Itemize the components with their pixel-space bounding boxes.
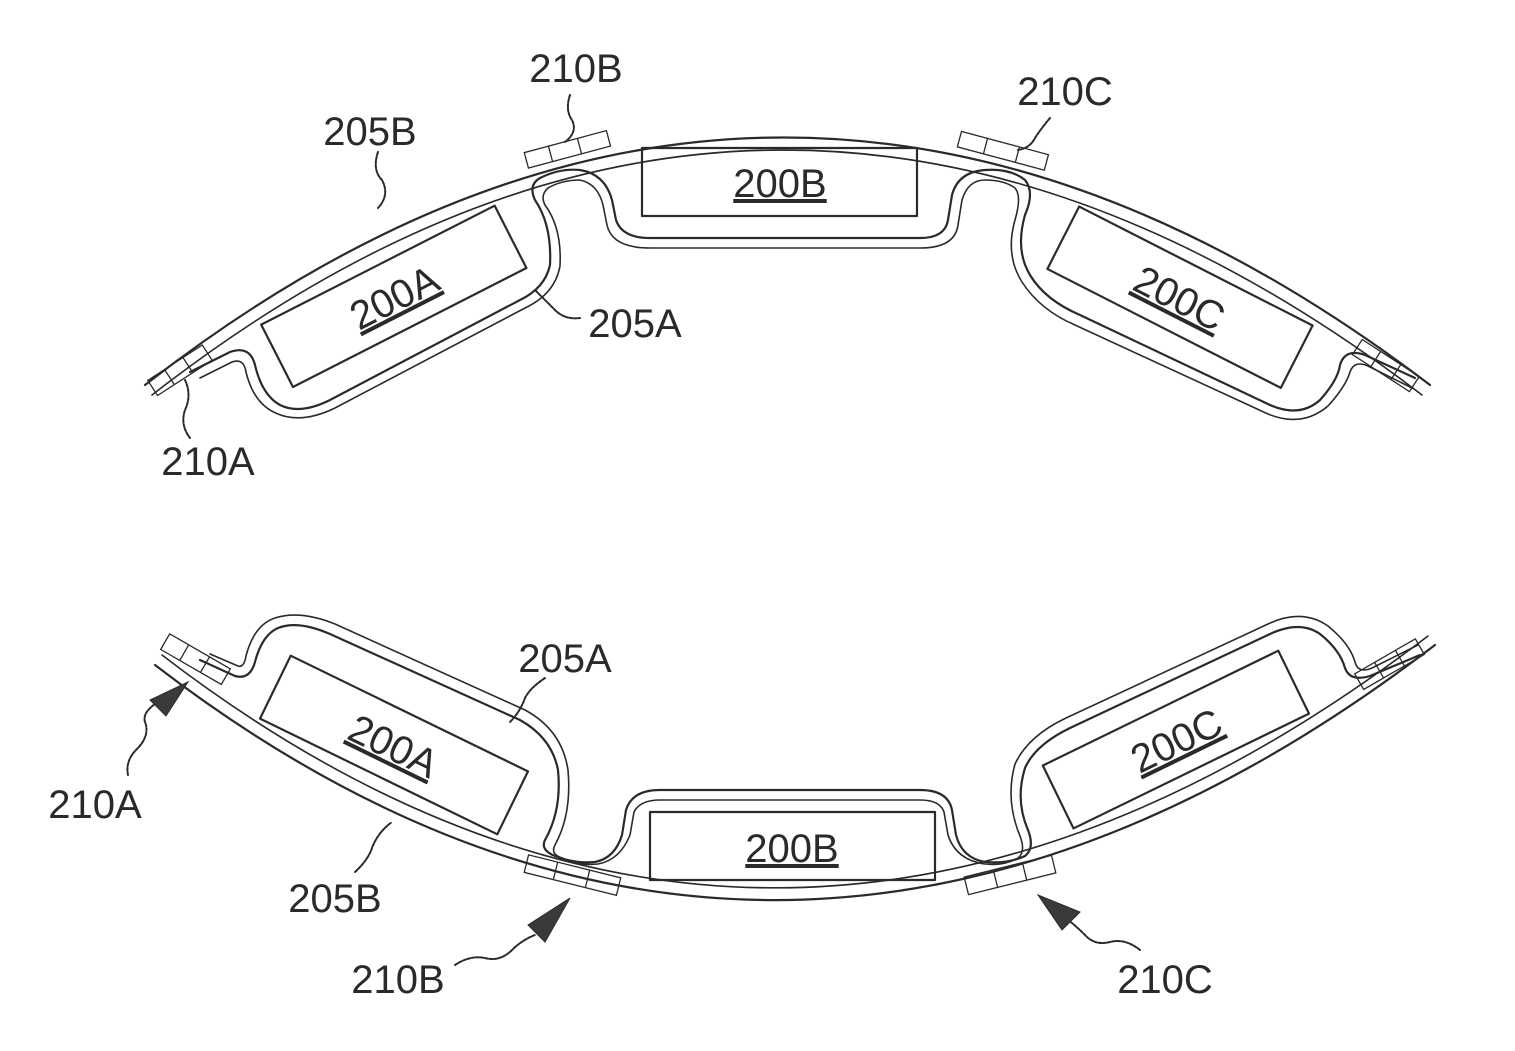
top-cell-200c: 200C	[1047, 207, 1312, 388]
top-joint-210a	[148, 345, 212, 395]
top-label-210b: 210B	[529, 47, 622, 91]
bottom-label-210b: 210B	[351, 958, 444, 1002]
bottom-arrow-210a	[127, 682, 188, 775]
top-leader-210c	[1018, 118, 1050, 150]
bottom-arrow-210c	[1038, 895, 1140, 950]
bottom-cell-label-200b: 200B	[745, 827, 838, 871]
top-leader-210b	[565, 95, 574, 142]
bottom-label-205a: 205A	[518, 637, 612, 681]
top-leader-205a	[535, 290, 580, 318]
bottom-label-210c: 210C	[1117, 958, 1213, 1002]
bottom-cell-200b: 200B	[650, 812, 935, 880]
top-cell-label-200c: 200C	[1126, 258, 1231, 341]
bottom-assembly: 200A 200B 200C	[48, 615, 1435, 1002]
bottom-cell-200a: 200A	[260, 656, 528, 835]
top-assembly: 200A 200B 200C	[145, 47, 1430, 484]
top-cell-200a: 200A	[261, 206, 526, 387]
top-cell-label-200b: 200B	[733, 162, 826, 206]
bottom-arrow-210b	[455, 898, 570, 965]
top-cell-200b: 200B	[642, 148, 917, 216]
top-leader-210a	[183, 380, 190, 438]
bottom-leader-205a	[510, 678, 545, 722]
top-label-205a: 205A	[588, 302, 682, 346]
top-joint-210b	[524, 131, 610, 168]
bottom-label-205b: 205B	[288, 877, 381, 921]
bottom-leader-205b	[355, 822, 392, 872]
bottom-cell-label-200a: 200A	[341, 707, 445, 788]
top-label-210a: 210A	[161, 440, 255, 484]
top-label-205b: 205B	[323, 110, 416, 154]
bottom-cell-label-200c: 200C	[1124, 701, 1229, 782]
bottom-label-210a: 210A	[48, 783, 142, 827]
top-cell-label-200a: 200A	[343, 257, 446, 339]
top-label-210c: 210C	[1017, 70, 1113, 114]
top-leader-205b	[376, 152, 385, 208]
